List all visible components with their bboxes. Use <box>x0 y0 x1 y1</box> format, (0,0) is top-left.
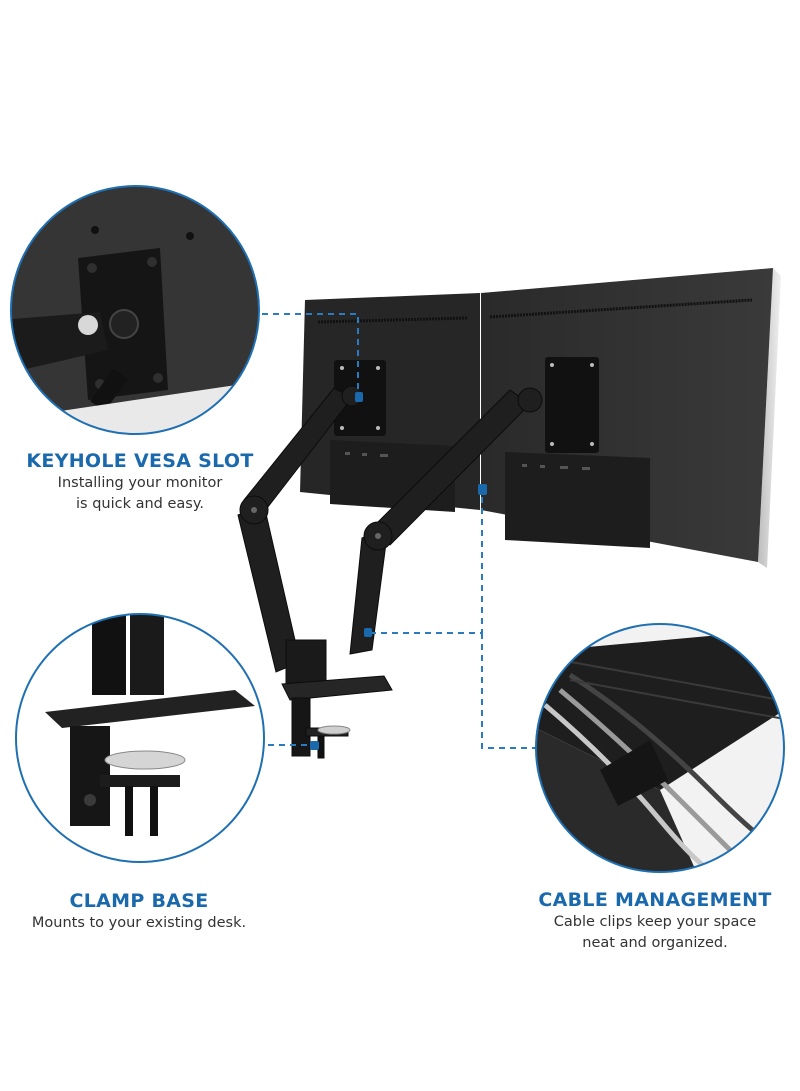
clamp-callout-description: Mounts to your existing desk. <box>31 915 247 931</box>
cable-detail-circle <box>535 623 785 873</box>
clamp-detail-circle <box>15 613 265 863</box>
right-vesa-plate <box>545 357 599 453</box>
connector-lines <box>262 313 536 749</box>
clamp-base-icon <box>45 614 255 836</box>
cable-callout-title: CABLE MANAGEMENT <box>538 889 772 911</box>
vesa-callout: KEYHOLE VESA SLOT Installing your monito… <box>20 449 260 515</box>
right-monitor-edge <box>758 268 781 568</box>
vesa-callout-description: Installing your monitor is quick and eas… <box>57 475 223 512</box>
cable-connector-line-lower <box>481 633 536 749</box>
cable-callout-description: Cable clips keep your space neat and org… <box>553 914 757 951</box>
right-monitor-housing <box>505 452 650 548</box>
vesa-callout-title: KEYHOLE VESA SLOT <box>26 450 254 472</box>
vesa-detail-circle <box>10 185 260 435</box>
clamp-callout: CLAMP BASE Mounts to your existing desk. <box>14 889 264 934</box>
vesa-plate-icon <box>78 248 168 400</box>
clamp-callout-title: CLAMP BASE <box>69 890 209 912</box>
cable-callout: CABLE MANAGEMENT Cable clips keep your s… <box>520 888 790 954</box>
